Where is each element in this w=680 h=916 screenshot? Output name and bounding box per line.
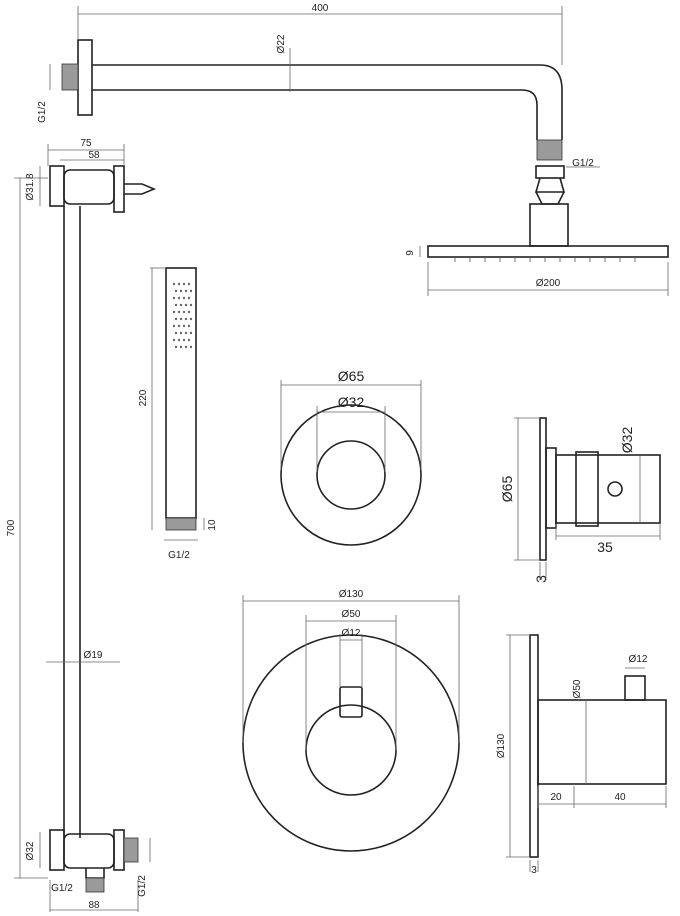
label-rail-bottom-diameter: Ø32 [25, 841, 36, 860]
label-hand-shower-thread-height: 10 [207, 519, 218, 531]
label-arm-diameter: Ø22 [276, 34, 287, 53]
label-hand-shower-thread: G1/2 [168, 550, 190, 561]
nozzle-dot [179, 331, 183, 335]
nozzle-dot [177, 282, 181, 286]
label-mixer-side-depth1: 20 [550, 792, 562, 803]
label-head-thickness: 9 [405, 250, 416, 256]
nozzle-dot [172, 296, 176, 300]
nozzle-dot [189, 331, 193, 335]
label-mixer-knob: Ø50 [342, 609, 361, 620]
nozzle-dot [184, 317, 188, 321]
diverter-front [280, 404, 422, 546]
arm-head-thread [536, 139, 563, 161]
label-head-diameter: Ø200 [536, 278, 561, 289]
nozzle-dot [177, 296, 181, 300]
nozzle-dot [187, 338, 191, 342]
nozzle-dot [182, 282, 186, 286]
nozzle-dot [179, 345, 183, 349]
nozzle-dot [187, 282, 191, 286]
label-arm-length: 400 [312, 3, 329, 14]
rain-head [427, 245, 669, 258]
hand-shower-nozzles [172, 282, 193, 349]
nozzle-dot [187, 310, 191, 314]
mixer-lever [339, 686, 363, 718]
nozzle-dot [189, 345, 193, 349]
nozzle-dot [182, 296, 186, 300]
nozzle-dot [174, 331, 178, 335]
slide-rail [49, 165, 157, 893]
nozzle-dot [179, 289, 183, 293]
diverter-side [539, 417, 661, 561]
label-diverter-side-plate-thickness: 3 [533, 575, 549, 583]
label-rail-length: 700 [6, 519, 17, 536]
nozzle-dot [172, 324, 176, 328]
arm-wall-plate [77, 39, 93, 116]
label-rail-bottom-thread-left: G1/2 [51, 883, 73, 894]
nozzle-dot [174, 289, 178, 293]
nozzle-dot [182, 338, 186, 342]
label-rail-bottom-width: 88 [88, 900, 100, 911]
nozzle-dot [174, 303, 178, 307]
mixer-side [529, 634, 667, 858]
nozzle-dot [184, 345, 188, 349]
label-rail-bottom-thread-right: G1/2 [137, 875, 148, 897]
label-diverter-knob: Ø32 [338, 394, 365, 410]
label-rail-top-diameter: Ø31.8 [25, 173, 36, 201]
nozzle-dot [174, 317, 178, 321]
label-diverter-side-depth: 35 [597, 539, 613, 555]
label-mixer-side-knob: Ø50 [572, 679, 583, 698]
label-mixer-plate: Ø130 [339, 589, 364, 600]
label-arm-head-thread: G1/2 [572, 158, 594, 169]
hand-shower-thread [165, 517, 197, 531]
label-mixer-side-depth2: 40 [614, 792, 626, 803]
diverter-plate [280, 404, 422, 546]
nozzle-dot [174, 345, 178, 349]
label-mixer-side-plate: Ø130 [496, 733, 507, 758]
label-rail-tube-diameter: Ø19 [84, 650, 103, 661]
nozzle-dot [182, 310, 186, 314]
nozzle-dot [172, 310, 176, 314]
nozzle-dot [187, 324, 191, 328]
label-mixer-side-plate-thickness: 3 [531, 865, 537, 876]
label-diverter-side-plate: Ø65 [499, 476, 515, 503]
nozzle-dot [179, 317, 183, 321]
nozzle-dot [172, 282, 176, 286]
label-arm-wall-thread: G1/2 [37, 101, 48, 123]
nozzle-dot [184, 289, 188, 293]
label-diverter-plate: Ø65 [338, 368, 365, 384]
mixer-knob [305, 704, 397, 796]
label-hand-shower-length: 220 [138, 389, 149, 406]
mixer-plate [242, 634, 460, 852]
nozzle-dot [177, 338, 181, 342]
nozzle-dot [177, 324, 181, 328]
hand-shower [165, 267, 197, 531]
nozzle-dot [182, 324, 186, 328]
nozzle-dot [177, 310, 181, 314]
nozzle-dot [189, 317, 193, 321]
arm-wall-thread [61, 63, 79, 91]
nozzle-dot [184, 303, 188, 307]
label-rail-bracket-offset: 58 [88, 150, 100, 161]
shower-arm [61, 39, 669, 262]
diverter-knob [316, 440, 386, 510]
label-mixer-side-lever: Ø12 [629, 654, 648, 665]
nozzle-dot [189, 303, 193, 307]
label-rail-bracket-depth: 75 [80, 138, 92, 149]
nozzle-dot [187, 296, 191, 300]
nozzle-dot [179, 303, 183, 307]
head-neck [529, 203, 569, 247]
nozzle-dot [189, 289, 193, 293]
nozzle-dot [184, 331, 188, 335]
label-mixer-lever: Ø12 [342, 628, 361, 639]
mixer-front [242, 634, 460, 852]
nozzle-dot [172, 338, 176, 342]
label-diverter-side-knob: Ø32 [619, 427, 635, 454]
